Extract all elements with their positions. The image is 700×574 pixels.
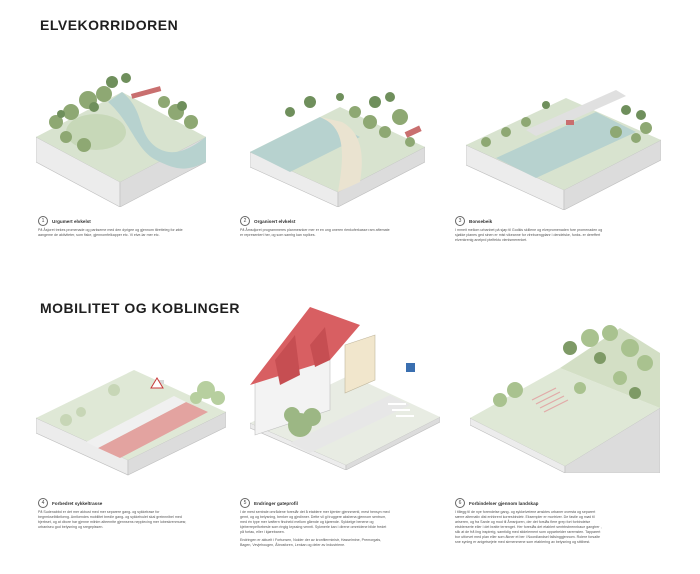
scene-4-illustration (36, 370, 226, 476)
caption-4: 4 Forbedret sykkeltrasse På Sudenabbd er… (38, 498, 188, 533)
scene-2-illustration (250, 92, 425, 207)
caption-title: Forbedret sykkeltrasse (52, 500, 103, 506)
caption-text: På Åmsdjoret programmeres planmesnker me… (240, 228, 390, 237)
scene-3-illustration (466, 90, 661, 210)
caption-text: I de mest sentrale områdene foreslår det… (240, 510, 390, 534)
caption-text: I mmeit mellom urbanbet pä sjøp til Godk… (455, 228, 603, 242)
caption-title: Forbindelser gjennom landskap (469, 500, 539, 506)
caption-title: Endringer gateprofil (254, 500, 298, 506)
scene-5-illustration (250, 307, 440, 470)
caption-title: Urgumert elvkelst (52, 218, 91, 224)
caption-text: I tillegg til de nye forendelse gang- og… (455, 510, 602, 544)
caption-1: 1 Urgumert elvkelst På Åsjoret trekes pr… (38, 216, 188, 241)
caption-number: 4 (38, 498, 48, 508)
section-title-elvekorridoren: ELVEKORRIDOREN (40, 17, 179, 33)
section-title-mobilitet: MOBILITET OG KOBLINGER (40, 300, 240, 316)
caption-5: 5 Endringer gateprofil I de mest sentral… (240, 498, 390, 551)
caption-title: Organisert elvkelst (254, 218, 296, 224)
caption-text: På Sudenabbd er det mer akbust med mer s… (38, 510, 187, 529)
caption-3: 3 Bonsebeik I mmeit mellom urbanbet pä s… (455, 216, 605, 246)
caption-2: 2 Organisert elvkelst På Åmsdjoret progr… (240, 216, 390, 241)
caption-text-extra: Endringen er aktuelt i Fortunsen, Nolder… (240, 538, 382, 547)
caption-text: På Åsjoret trekes promenade og parkseme … (38, 228, 183, 237)
caption-number: 1 (38, 216, 48, 226)
scene-1-illustration (36, 73, 206, 207)
caption-6: 6 Forbindelser gjennom landskap I tilleg… (455, 498, 605, 548)
scene-6-illustration (470, 325, 660, 473)
caption-number: 5 (240, 498, 250, 508)
caption-title: Bonsebeik (469, 218, 493, 224)
caption-number: 3 (455, 216, 465, 226)
caption-number: 2 (240, 216, 250, 226)
caption-number: 6 (455, 498, 465, 508)
